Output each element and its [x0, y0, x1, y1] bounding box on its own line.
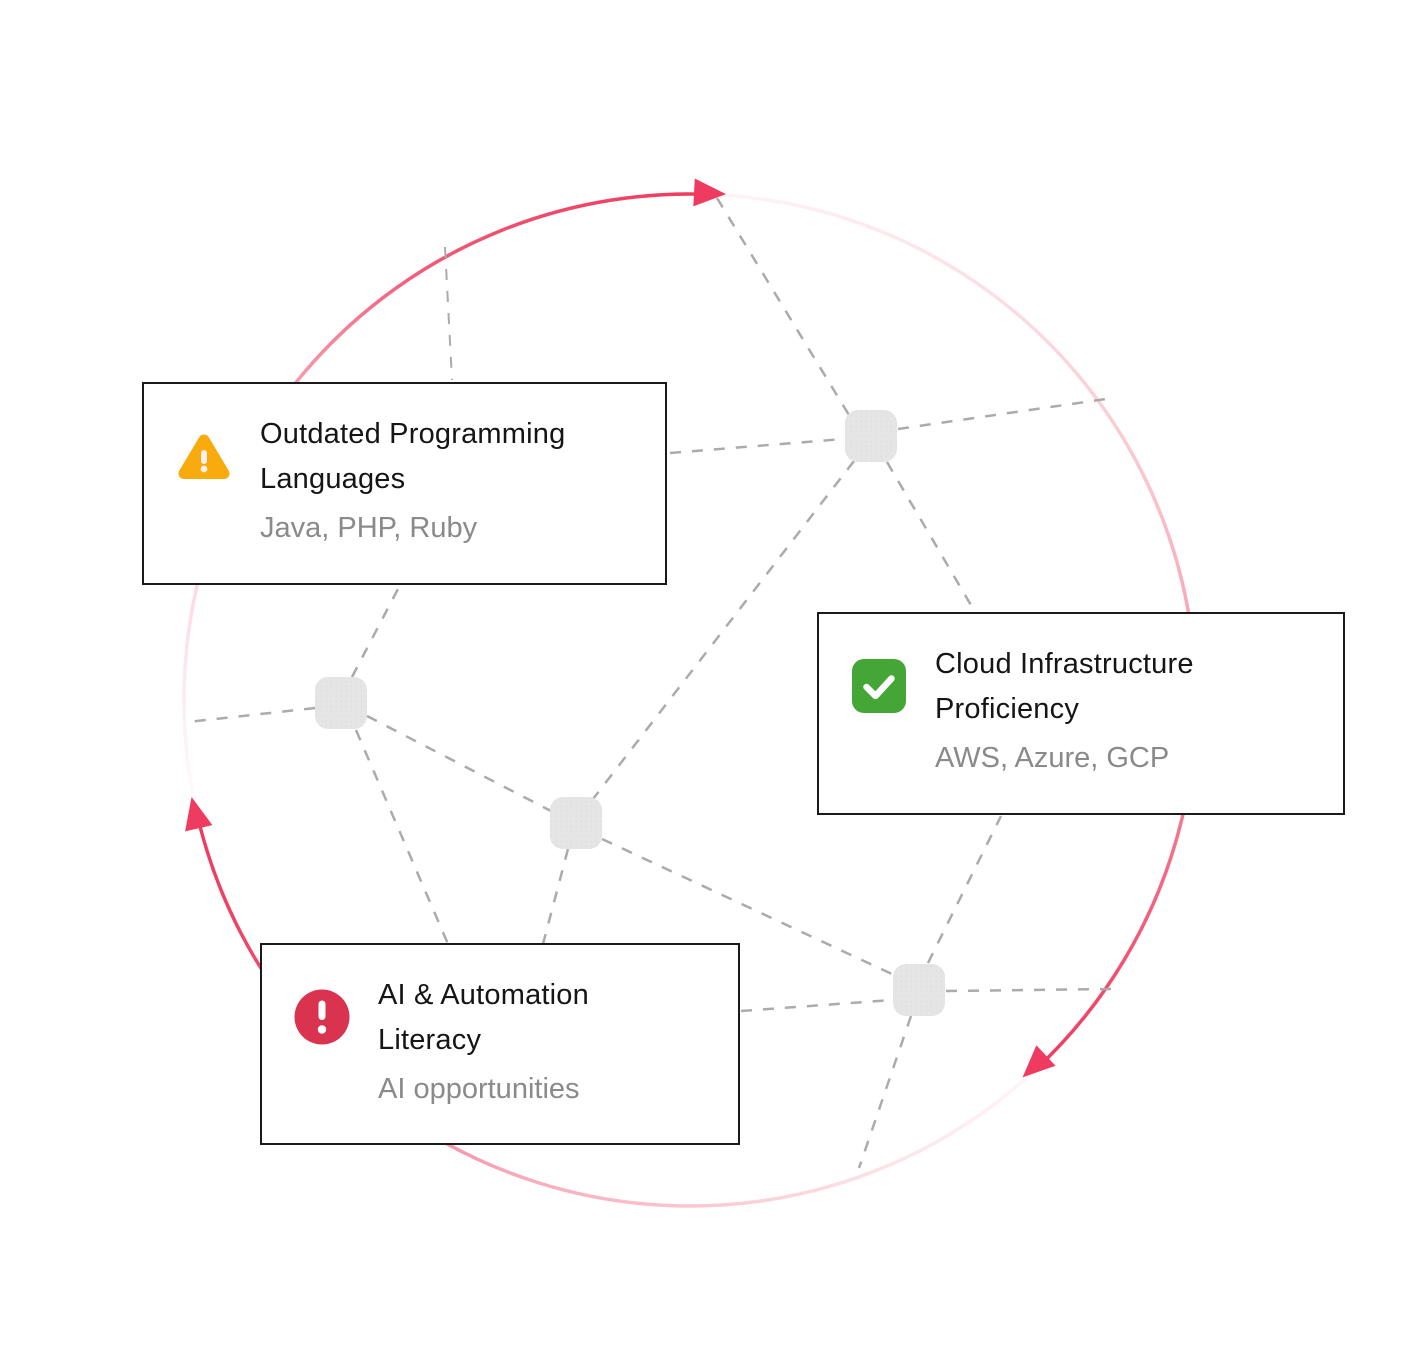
dashed-edge: [669, 437, 844, 455]
dashed-edge: [945, 987, 1113, 993]
network-node-bottom-right: [893, 964, 945, 1016]
dashed-edge: [885, 461, 977, 613]
check-square-icon: [850, 657, 908, 715]
dashed-edge: [444, 246, 453, 381]
dashed-edge: [740, 998, 893, 1013]
cycle-arc-left-to-top: [182, 192, 718, 810]
cycle-arrow-bottom-right-icon: [1022, 1045, 1056, 1078]
card-ai-literacy: AI & Automation Literacy AI opportunitie…: [260, 943, 740, 1145]
dashed-edges: [187, 197, 1113, 1169]
card-subtitle: Java, PHP, Ruby: [260, 512, 478, 544]
network-node-top: [845, 410, 897, 462]
card-cloud-proficiency: Cloud Infrastructure Proficiency AWS, Az…: [817, 612, 1345, 815]
card-title: AI & Automation Literacy: [378, 979, 589, 1056]
dashed-edge: [601, 837, 895, 977]
card-title: Outdated Programming Languages: [260, 418, 566, 495]
card-subtitle: AWS, Azure, GCP: [935, 742, 1170, 774]
cycle-arrow-left-icon: [185, 797, 213, 832]
card-title: Cloud Infrastructure Proficiency: [935, 648, 1194, 725]
cycle-arc-top-to-bottomright: [717, 192, 1198, 1073]
dashed-edge: [592, 460, 855, 800]
dashed-edge: [366, 714, 552, 813]
network-node-left: [315, 677, 367, 729]
dashed-edge: [897, 397, 1107, 431]
card-outdated-languages: Outdated Programming Languages Java, PHP…: [142, 382, 667, 585]
alert-circle-icon: [293, 988, 351, 1046]
dashed-edge: [187, 706, 316, 724]
warning-triangle-icon: [175, 427, 233, 485]
dashed-edge: [926, 815, 1003, 964]
dashed-edge: [541, 848, 570, 945]
card-subtitle: AI opportunities: [378, 1073, 580, 1105]
dashed-edge: [857, 1015, 913, 1169]
cycle-arc-bottomright-to-left: [194, 809, 1036, 1208]
dashed-edge: [350, 586, 401, 678]
cycle-arrow-top-icon: [693, 178, 726, 207]
network-node-center: [550, 797, 602, 849]
network-nodes: [315, 410, 945, 1016]
dashed-edge: [354, 729, 450, 945]
dashed-edge: [715, 197, 854, 421]
